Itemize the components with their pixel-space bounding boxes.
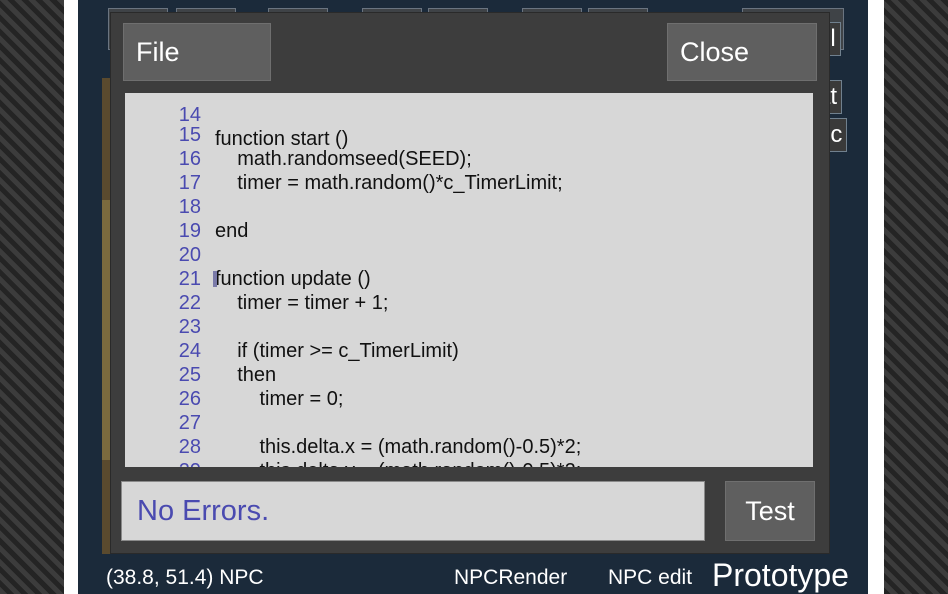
close-button[interactable]: Close <box>667 23 817 81</box>
code-line[interactable]: 21 timer = timer + 1; <box>125 243 813 314</box>
line-number: 17 <box>178 172 201 194</box>
code-line[interactable]: 15 math.randomseed(SEED); <box>125 99 813 170</box>
edit-mode-label: NPC edit <box>608 566 693 589</box>
line-number: 23 <box>178 316 201 338</box>
code-line[interactable]: 14 function start () <box>125 93 813 150</box>
status-bar: (38.8, 51.4) NPC NPCRender NPC edit Prot… <box>0 556 948 594</box>
line-number: 28 <box>178 436 201 458</box>
line-number: 16 <box>178 148 201 170</box>
line-number: 27 <box>178 412 201 434</box>
line-code: this.delta.x = (math.random()-0.5)*2; <box>215 436 582 458</box>
code-line[interactable]: 17 <box>125 147 813 194</box>
line-code: timer = math.random()*c_TimerLimit; <box>215 172 563 194</box>
line-code: this.delta.y = (math.random()-0.5)*2; <box>215 459 581 467</box>
line-number: 20 <box>178 244 201 266</box>
text-cursor <box>213 271 217 287</box>
line-number: 19 <box>178 220 201 242</box>
line-number: 26 <box>178 388 201 410</box>
code-line[interactable]: 19 <box>125 195 813 242</box>
code-line[interactable]: 28 this.delta.y = (math.random()-0.5)*2; <box>125 411 813 467</box>
code-line[interactable]: 24 then <box>125 315 813 386</box>
file-button[interactable]: File <box>123 23 271 81</box>
line-code: function start () <box>215 128 349 150</box>
line-number: 18 <box>178 196 201 218</box>
code-line[interactable]: 27 this.delta.x = (math.random()-0.5)*2; <box>125 387 813 458</box>
script-editor-dialog: File Close 14 function start () 15 math.… <box>110 12 830 554</box>
cursor-coordinates: (38.8, 51.4) NPC <box>106 566 264 589</box>
line-code: function update () <box>215 268 371 290</box>
line-code: end <box>215 220 249 242</box>
code-line[interactable]: 25 timer = 0; <box>125 339 813 410</box>
line-number: 29 <box>169 459 201 467</box>
line-number: 24 <box>178 340 201 362</box>
code-line[interactable]: 23 if (timer >= c_TimerLimit) <box>125 291 813 362</box>
line-code: timer = 0; <box>215 388 344 410</box>
line-number: 22 <box>178 292 201 314</box>
line-number: 21 <box>178 268 201 290</box>
test-button[interactable]: Test <box>725 481 815 541</box>
line-number: 25 <box>178 364 201 386</box>
code-line-active[interactable]: 22 <box>125 267 813 314</box>
error-status-message: No Errors. <box>121 481 705 541</box>
code-line[interactable]: 16 timer = math.random()*c_TimerLimit; <box>125 123 813 194</box>
line-code: math.randomseed(SEED); <box>215 148 472 170</box>
code-editor[interactable]: 14 function start () 15 math.randomseed(… <box>125 93 813 467</box>
code-line[interactable]: 18 end <box>125 171 813 242</box>
line-number: 14 <box>178 104 201 126</box>
line-code: then <box>215 364 277 386</box>
code-line[interactable]: 26 <box>125 363 813 410</box>
line-code: timer = timer + 1; <box>215 292 389 314</box>
render-mode-label: NPCRender <box>454 566 568 589</box>
line-number: 15 <box>178 124 201 146</box>
prototype-label: Prototype <box>712 557 849 593</box>
code-line[interactable]: 20 function update () <box>125 219 813 290</box>
line-code: if (timer >= c_TimerLimit) <box>215 340 459 362</box>
code-line[interactable]: 29 <box>125 435 813 467</box>
